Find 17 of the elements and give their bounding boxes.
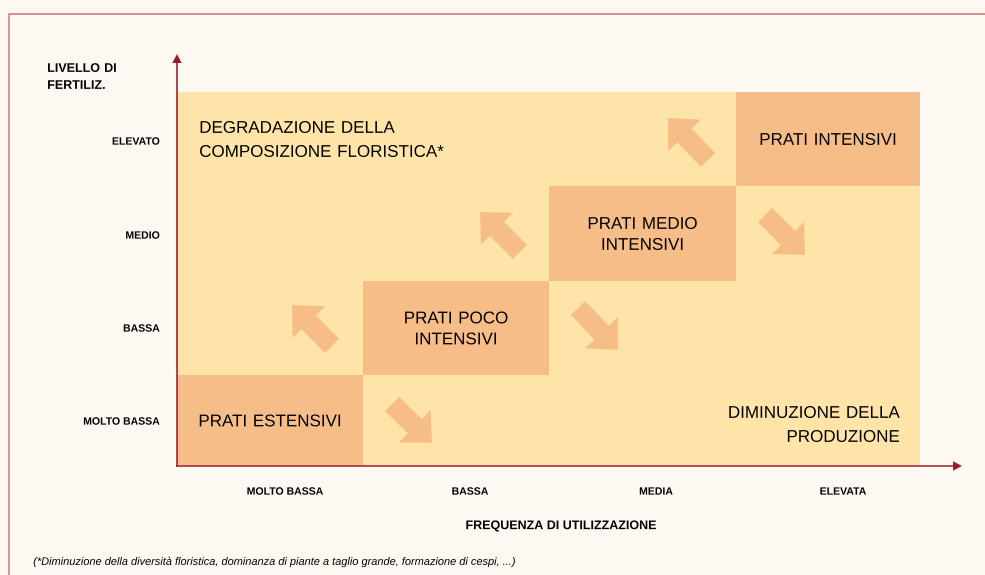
tick-label: ELEVATO (112, 137, 160, 145)
footnote: (*Diminuzione della diversità floristica, dominanza di piante a taglio grande, formazione di cespi, ...) (34, 556, 515, 568)
tick-label: BASSA (124, 324, 160, 332)
grassland-box: PRATI MEDIO INTENSIVI (549, 186, 736, 281)
tick-label: BASSA (452, 487, 488, 495)
region-label: DEGRADAZIONE DELLA COMPOSIZIONE FLORISTICA* (200, 120, 444, 158)
grassland-box: PRATI ESTENSIVI (177, 375, 363, 466)
tick-label: MEDIA (640, 487, 673, 495)
region-label: DIMINUZIONE DELLA PRODUZIONE (729, 406, 900, 442)
tick-label: MOLTO BASSA (84, 417, 160, 425)
tick-label: MEDIO (126, 231, 160, 239)
tick-label: MOLTO BASSA (247, 487, 324, 495)
axis-title: LIVELLO DI FERTILIZ. (48, 63, 116, 89)
grassland-box: PRATI POCO INTENSIVI (363, 281, 549, 375)
tick-label: ELEVATA (820, 487, 866, 495)
grassland-box: PRATI INTENSIVI (736, 92, 920, 186)
axis-title: FREQUENZA DI UTILIZZAZIONE (466, 520, 656, 532)
